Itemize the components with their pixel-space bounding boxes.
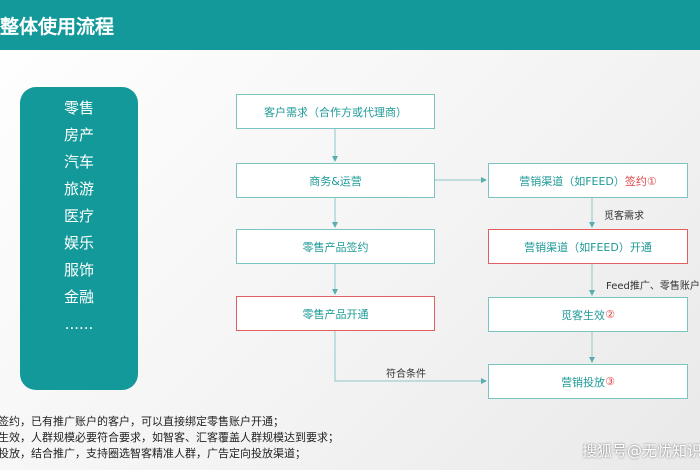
industry-panel: 零售 房产 汽车 旅游 医疗 娱乐 服饰 金融 ...... [20, 87, 138, 390]
flow-step-channel-sign: 营销渠道（如FEED）签约① [488, 163, 688, 198]
industry-item: 服饰 [63, 261, 94, 279]
step-suffix: ② [605, 308, 615, 321]
industry-item: 娱乐 [63, 234, 94, 252]
watermark: 搜狐号@无忧知识 [582, 442, 700, 460]
notes: 签约，已有推广账户的客户，可以直接绑定零售账户开通； 生效，人群规模必要符合要求… [0, 414, 339, 462]
industry-item: 金融 [63, 288, 94, 306]
flow-step-channel-open: 营销渠道（如FEED）开通 [488, 229, 688, 264]
note-line: 投放，结合推广，支持圈选智客精准人群，广告定向投放渠道； [0, 447, 306, 460]
header-bar: 整体使用流程 [0, 0, 700, 50]
step-suffix: ③ [605, 375, 615, 388]
note-line: 签约，已有推广账户的客户，可以直接绑定零售账户开通； [0, 415, 284, 428]
step-text: 营销渠道（如FEED） [519, 174, 625, 188]
page-title: 整体使用流程 [0, 16, 115, 38]
industry-item: 医疗 [63, 207, 94, 225]
industry-item: 旅游 [63, 180, 94, 198]
step-suffix: 签约① [624, 174, 657, 188]
label-condition: 符合条件 [386, 369, 426, 380]
label-feed: Feed推广、零售账户 [606, 281, 700, 292]
flow-step-business-ops: 商务&运营 [236, 163, 435, 198]
industry-item: 汽车 [63, 153, 94, 171]
step-text: 觅客生效 [561, 308, 606, 322]
industry-item: ...... [64, 315, 94, 333]
industry-item: 零售 [63, 99, 94, 117]
step-text: 营销投放 [561, 375, 606, 389]
flow-step-customer-demand: 客户需求（合作方或代理商） [236, 94, 435, 129]
label-demand: 觅客需求 [604, 211, 644, 222]
note-line: 生效，人群规模必要符合要求，如智客、汇客覆盖人群规模达到要求； [0, 431, 339, 444]
flow-step-retail-sign: 零售产品签约 [236, 229, 435, 264]
flow-step-retail-open: 零售产品开通 [236, 296, 435, 331]
industry-item: 房产 [63, 126, 94, 144]
